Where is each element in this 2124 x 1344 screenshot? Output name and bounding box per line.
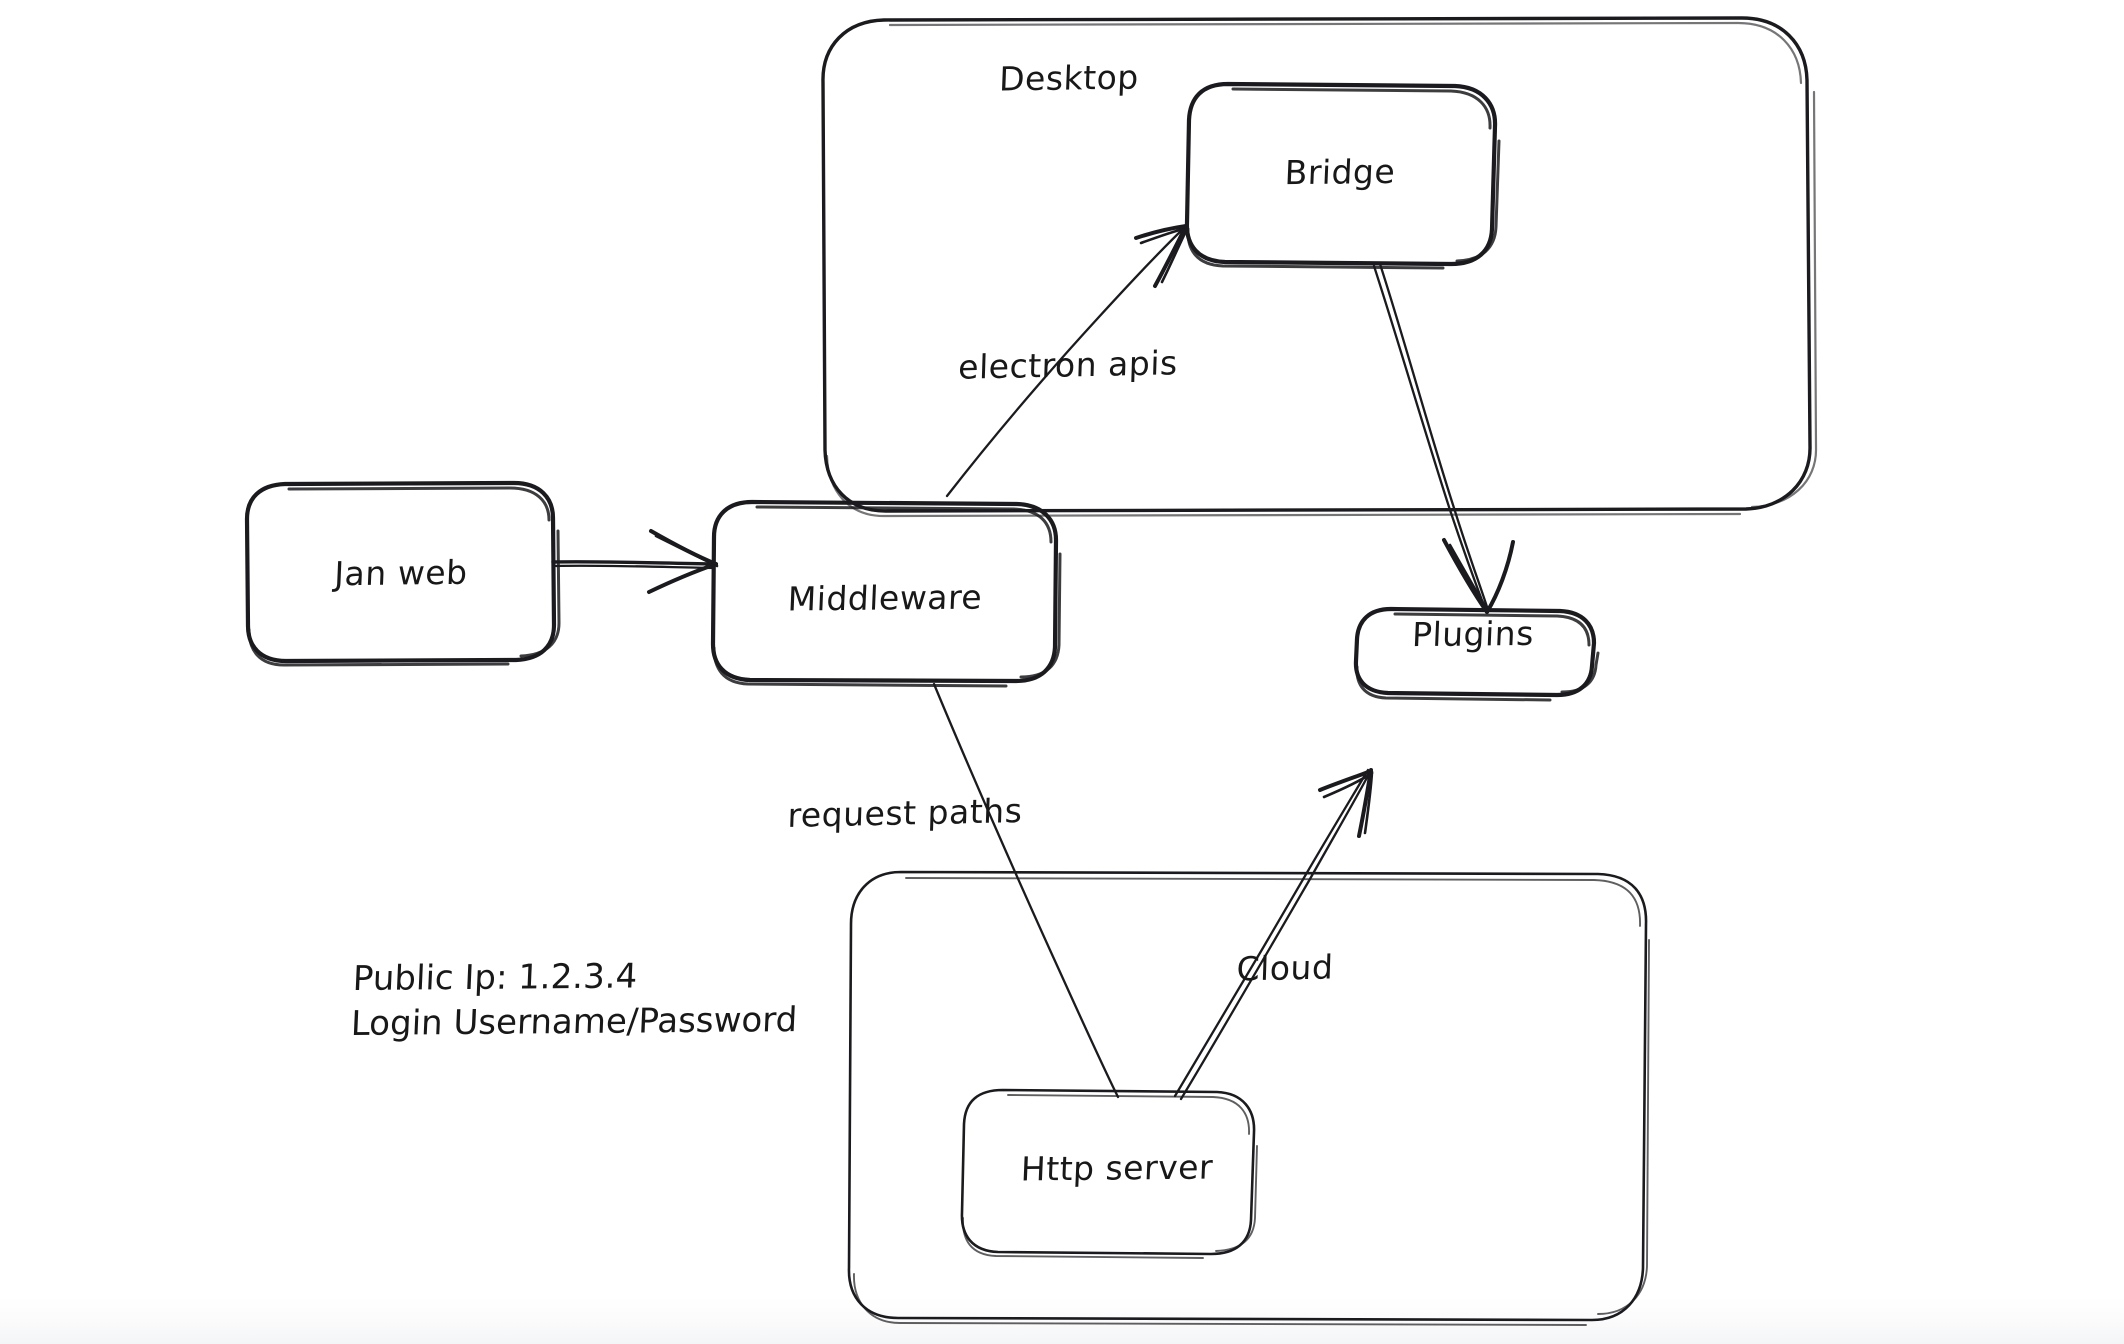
edge-label-cloud: Cloud [1235, 947, 1335, 989]
node-label-middleware: Middleware [786, 577, 984, 619]
node-http-server-frame[interactable] [960, 1088, 1258, 1259]
edge-bridge-to-plugins [1372, 262, 1515, 614]
note-line-public-ip: Public Ip: 1.2.3.4 [352, 956, 639, 999]
edge-label-electron-apis: electron apis [957, 343, 1179, 387]
edge-label-request-paths: request paths [786, 791, 1024, 835]
node-label-http-server: Http server [1020, 1147, 1214, 1189]
group-label-desktop: Desktop [998, 57, 1140, 99]
edge-middleware-to-http-server [932, 682, 1120, 1099]
node-label-plugins: Plugins [1411, 613, 1535, 655]
node-plugins-frame[interactable] [1353, 606, 1600, 702]
group-cloud-frame [847, 870, 1650, 1326]
node-label-bridge: Bridge [1283, 151, 1397, 193]
node-label-jan-web: Jan web [333, 552, 469, 594]
node-middleware-frame[interactable] [710, 499, 1062, 688]
edge-http-server-to-plugins [1173, 768, 1374, 1101]
node-bridge-frame[interactable] [1184, 81, 1501, 270]
group-desktop-frame [821, 16, 1818, 518]
edge-middleware-to-bridge [945, 224, 1189, 498]
node-jan-web-frame[interactable] [244, 480, 561, 667]
edge-jan-web-to-middleware [551, 529, 719, 594]
note-line-login: Login Username/Password [350, 999, 799, 1044]
server-credentials-note: Public Ip: 1.2.3.4 Login Username/Passwo… [350, 953, 800, 1047]
